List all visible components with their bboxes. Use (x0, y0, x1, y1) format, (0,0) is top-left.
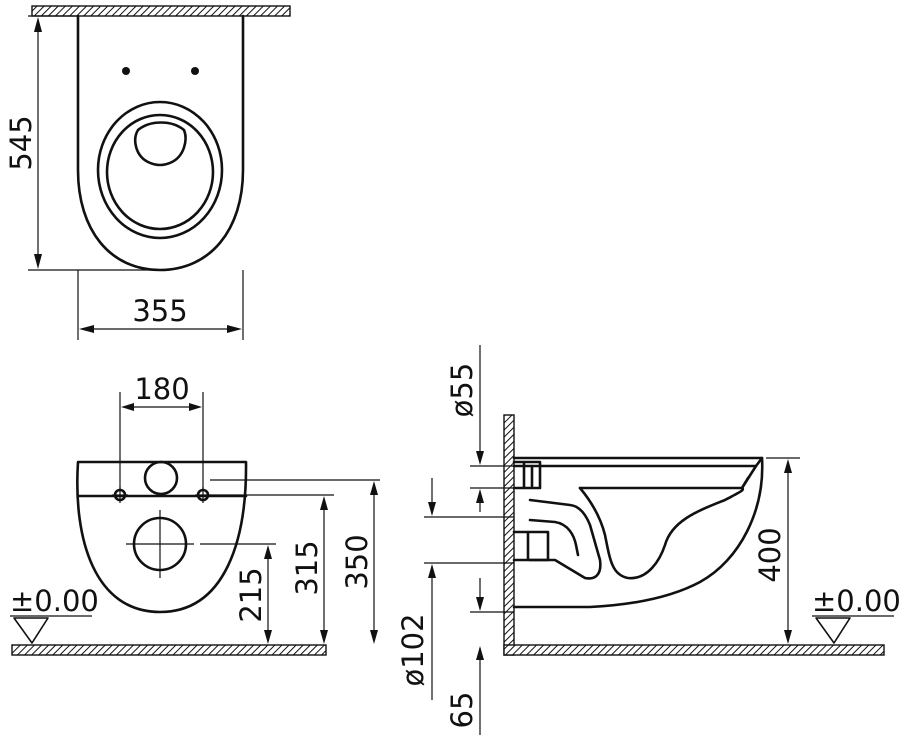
bolt-spacing-label: 180 (134, 372, 189, 406)
side-view: ø55 ø102 65 400 (396, 345, 900, 735)
outlet-height-dimension: 215 (234, 545, 272, 644)
top-view-seat-outer (96, 100, 224, 240)
side-view-outlet (512, 530, 550, 562)
inlet-diameter-dimension: ø55 (445, 345, 514, 512)
side-view-floor (503, 644, 885, 656)
top-height-label: 350 (340, 534, 374, 589)
width-dimension: 355 (77, 270, 244, 340)
rim-height-dimension: 400 (753, 457, 800, 644)
side-view-trapway-inner (528, 518, 580, 557)
side-view-inner-bowl (578, 486, 745, 580)
bolt-height-label: 315 (290, 540, 324, 595)
side-view-rim (512, 464, 758, 490)
top-view-wall (31, 5, 291, 17)
side-view-trapway (528, 498, 602, 580)
floor-offset-label: 65 (445, 692, 479, 729)
rim-height-label: 400 (753, 527, 787, 582)
top-view-mounting-hole-left (122, 67, 130, 75)
side-view-inlet (512, 460, 542, 490)
side-floor-level-label: ±0.00 (812, 584, 900, 618)
floor-offset-dimension: 65 (445, 578, 514, 735)
inlet-diameter-label: ø55 (445, 363, 479, 418)
front-view-floor (11, 644, 327, 656)
depth-label: 545 (4, 115, 38, 170)
top-view-mounting-hole-right (191, 67, 199, 75)
front-view-bowl-outline (76, 460, 248, 614)
side-view-bowl-outline (512, 456, 764, 609)
depth-dimension: 545 (4, 15, 160, 271)
front-floor-level-label: ±0.00 (10, 584, 99, 618)
top-view-drain-opening (134, 121, 187, 167)
top-view-seat-inner (105, 113, 215, 231)
bolt-spacing-dimension: 180 (119, 372, 204, 490)
outlet-height-label: 215 (234, 567, 268, 622)
front-view-inlet-circle (143, 460, 179, 496)
side-floor-level-marker: ±0.00 (812, 584, 900, 644)
front-view: 180 215 315 350 ±0.00 (10, 372, 380, 656)
side-view-wall (503, 414, 515, 656)
width-label: 355 (132, 294, 187, 328)
bolt-height-dimension: 315 (290, 496, 328, 644)
front-floor-level-marker: ±0.00 (10, 584, 99, 644)
top-height-dimension: 350 (340, 481, 378, 644)
outlet-diameter-dimension: ø102 (396, 478, 514, 700)
top-view: 545 355 (4, 5, 291, 340)
side-view-rim-front (740, 456, 764, 490)
outlet-diameter-label: ø102 (396, 613, 430, 686)
